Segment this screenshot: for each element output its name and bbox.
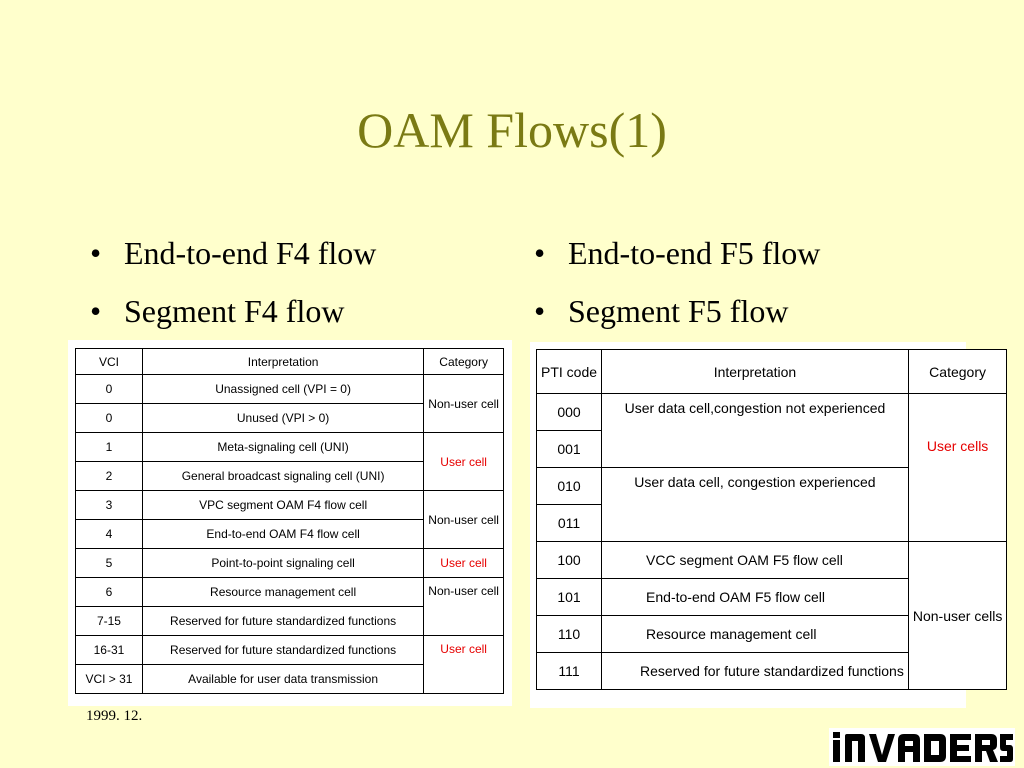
header-vci: VCI xyxy=(75,348,143,375)
vci-cell: 3 xyxy=(75,490,143,520)
pti-code-cell: 000 xyxy=(535,393,603,431)
vci-cell: 1 xyxy=(75,432,143,462)
vci-cell: 0 xyxy=(75,403,143,433)
category-cell: Non-user cells xyxy=(907,541,1008,690)
interpretation-cell: Reserved for future standardized functio… xyxy=(601,652,909,690)
table-row: 110 Resource management cell xyxy=(535,615,1007,653)
interpretation-cell: Reserved for future standardized functio… xyxy=(141,635,425,665)
table-header-row: PTI code Interpretation Category xyxy=(535,349,1008,394)
interpretation-cell: Resource management cell xyxy=(601,615,909,653)
table-row: 5 Point-to-point signaling cell User cel… xyxy=(75,548,504,578)
pti-code-cell: 110 xyxy=(535,615,603,653)
vci-cell: 5 xyxy=(75,548,143,578)
table-row: 010 User data cell, congestion experienc… xyxy=(535,467,1007,542)
header-category: Category xyxy=(423,348,504,375)
pti-table: PTI code Interpretation Category 000 Use… xyxy=(535,349,1008,690)
interpretation-cell: End-to-end OAM F5 flow cell xyxy=(601,578,909,616)
invaders-logo-icon xyxy=(833,732,1013,762)
interpretation-cell: Unassigned cell (VPI = 0) xyxy=(141,374,425,404)
interpretation-cell: Unused (VPI > 0) xyxy=(141,403,425,433)
interpretation-cell: User data cell,congestion not experience… xyxy=(601,393,909,468)
table-header-row: VCI Interpretation Category xyxy=(75,348,504,375)
invaders-logo xyxy=(829,728,1015,766)
table-row: 100 VCC segment OAM F5 flow cell Non-use… xyxy=(535,541,1008,690)
table-row: 101 End-to-end OAM F5 flow cell xyxy=(535,578,1007,616)
interpretation-cell: Available for user data transmission xyxy=(141,664,425,694)
category-cell: User cell xyxy=(423,548,504,578)
table-row: 1 Meta-signaling cell (UNI) User cell xyxy=(75,432,504,491)
vci-cell: 6 xyxy=(75,577,143,607)
pti-code-cell: 100 xyxy=(535,541,603,579)
header-interpretation: Interpretation xyxy=(601,349,909,394)
interpretation-cell: Reserved for future standardized functio… xyxy=(141,606,425,636)
table-row: VCI > 31 Available for user data transmi… xyxy=(75,664,504,694)
category-cell: Non-user cell xyxy=(423,374,504,433)
interpretation-cell: User data cell, congestion experienced xyxy=(601,467,909,542)
bullet-end-to-end-f4: End-to-end F4 flow xyxy=(82,224,376,282)
category-cell: User cells xyxy=(907,393,1008,542)
interpretation-cell: Resource management cell xyxy=(141,577,425,607)
bullet-segment-f4: Segment F4 flow xyxy=(82,282,376,340)
table-row: 0 Unassigned cell (VPI = 0) Non-user cel… xyxy=(75,374,504,433)
category-cell: Non-user cell xyxy=(423,490,504,549)
table-row: 001 xyxy=(535,430,1007,468)
footer-date: 1999. 12. xyxy=(86,708,143,724)
table-row: 111 Reserved for future standardized fun… xyxy=(535,652,1007,690)
vci-cell: 16-31 xyxy=(75,635,143,665)
header-category: Category xyxy=(907,349,1008,394)
vci-cell: 4 xyxy=(75,519,143,549)
slide-title: OAM Flows(1) xyxy=(357,102,667,158)
interpretation-cell: Point-to-point signaling cell xyxy=(141,548,425,578)
pti-code-cell: 101 xyxy=(535,578,603,616)
header-interpretation: Interpretation xyxy=(141,348,425,375)
category-cell: User cell xyxy=(423,635,504,694)
category-cell: User cell xyxy=(423,432,504,491)
pti-table-panel: PTI code Interpretation Category 000 Use… xyxy=(530,342,1008,708)
table-row: 3 VPC segment OAM F4 flow cell Non-user … xyxy=(75,490,504,549)
pti-code-cell: 010 xyxy=(535,467,603,505)
right-bullet-list: End-to-end F5 flow Segment F5 flow xyxy=(526,224,820,340)
table-row: 6 Resource management cell Non-user cell xyxy=(75,577,504,636)
vci-table: VCI Interpretation Category 0 Unassigned… xyxy=(75,348,504,694)
vci-cell: 2 xyxy=(75,461,143,491)
bullet-segment-f5: Segment F5 flow xyxy=(526,282,820,340)
vci-cell: VCI > 31 xyxy=(75,664,143,694)
pti-code-cell: 001 xyxy=(535,430,603,468)
interpretation-cell: End-to-end OAM F4 flow cell xyxy=(141,519,425,549)
table-row: 000 User data cell,congestion not experi… xyxy=(535,393,1008,542)
interpretation-cell: VPC segment OAM F4 flow cell xyxy=(141,490,425,520)
bullet-end-to-end-f5: End-to-end F5 flow xyxy=(526,224,820,282)
vci-cell: 0 xyxy=(75,374,143,404)
vci-cell: 7-15 xyxy=(75,606,143,636)
interpretation-cell: General broadcast signaling cell (UNI) xyxy=(141,461,425,491)
table-row: 011 xyxy=(535,504,1007,542)
pti-code-cell: 111 xyxy=(535,652,603,690)
table-row: 16-31 Reserved for future standardized f… xyxy=(75,635,504,694)
pti-code-cell: 011 xyxy=(535,504,603,542)
interpretation-cell: VCC segment OAM F5 flow cell xyxy=(601,541,909,579)
table-row: 4 End-to-end OAM F4 flow cell xyxy=(75,519,504,549)
interpretation-cell: Meta-signaling cell (UNI) xyxy=(141,432,425,462)
header-pti-code: PTI code xyxy=(535,349,603,394)
table-row: 2 General broadcast signaling cell (UNI) xyxy=(75,461,504,491)
vci-table-panel: VCI Interpretation Category 0 Unassigned… xyxy=(68,340,512,706)
category-cell: Non-user cell xyxy=(423,577,504,636)
left-bullet-list: End-to-end F4 flow Segment F4 flow xyxy=(82,224,376,340)
